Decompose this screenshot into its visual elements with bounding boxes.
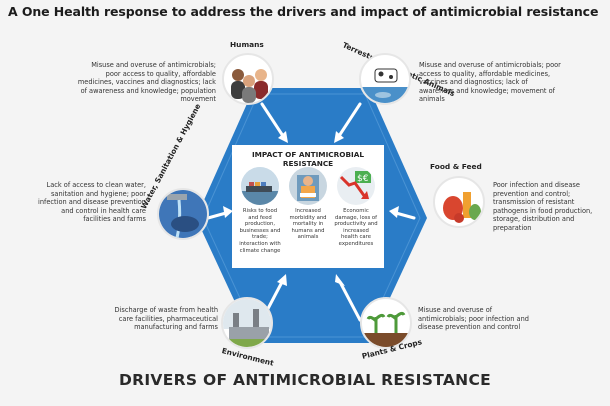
impact-item-trade: Risks to food and feed production, busin… [238, 167, 282, 254]
text-wash: Lack of access to clean water, sanitatio… [38, 181, 146, 224]
impact-panel: IMPACT OF ANTIMICROBIAL RESISTANCE Risks… [232, 145, 384, 268]
impact-text-economic: Economic damage, loss of productivity an… [334, 208, 378, 247]
cargo-ship-icon [241, 167, 279, 205]
impact-title: IMPACT OF ANTIMICROBIAL RESISTANCE [251, 150, 365, 168]
text-food: Poor infection and disease prevention an… [493, 181, 593, 232]
impact-text-health: Increased morbidity and mortality in hum… [289, 208, 327, 241]
handwash-icon [157, 188, 209, 240]
impact-text-trade: Risks to food and feed production, busin… [239, 208, 281, 254]
people-icon [222, 53, 274, 105]
cow-fish-icon [359, 53, 411, 105]
svg-text:$€: $€ [357, 174, 369, 184]
footer-title: DRIVERS OF ANTIMICROBIAL RESISTANCE [118, 371, 492, 389]
economic-decline-icon: $€ [337, 167, 375, 205]
food-icon [433, 176, 485, 228]
impact-item-health: Increased morbidity and mortality in hum… [286, 167, 330, 241]
label-humans: Humans [230, 40, 264, 49]
factory-icon [221, 297, 273, 349]
text-environment: Discharge of waste from health care faci… [114, 306, 219, 332]
impact-item-economic: $€ Economic damage, loss of productivity… [334, 167, 378, 248]
text-plants: Misuse and overuse of antimicrobials; po… [418, 306, 529, 332]
sick-patient-icon [289, 167, 327, 205]
seedlings-icon [360, 297, 412, 349]
text-humans: Misuse and overuse of antimicrobials; po… [77, 61, 216, 104]
text-animals: Misuse and overuse of antimicrobials; po… [419, 61, 561, 104]
page-title: A One Health response to address the dri… [8, 4, 599, 19]
label-food: Food & Feed [430, 162, 482, 171]
